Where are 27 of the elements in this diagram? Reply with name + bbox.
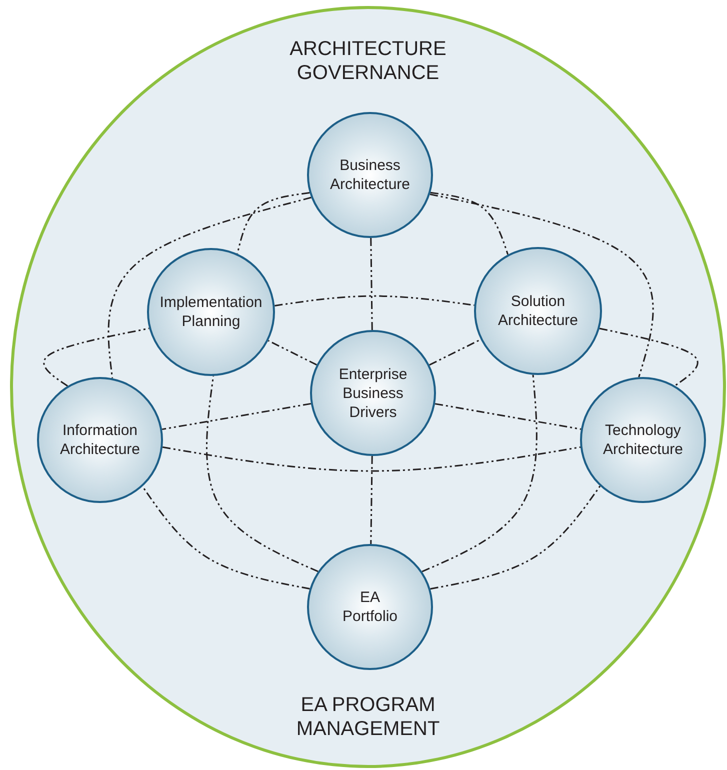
connector-line	[370, 456, 373, 544]
connector-line	[430, 192, 509, 255]
connector-line	[142, 486, 310, 590]
connector-line	[43, 328, 150, 387]
connector-line	[236, 192, 310, 254]
heading: ARCHITECTURE GOVERNANCE	[288, 37, 448, 85]
connector-line	[108, 196, 312, 378]
connector-line	[430, 486, 601, 590]
connector-line	[422, 374, 538, 572]
connector-line	[206, 376, 318, 572]
circle-label: Technology Architecture	[602, 421, 684, 459]
circle-label: Business Architecture	[328, 156, 412, 194]
circle-label: Information Architecture	[58, 421, 142, 459]
connector-line	[268, 340, 317, 366]
connector-line	[274, 295, 474, 306]
circle-label: Solution Architecture	[496, 292, 580, 330]
heading: EA PROGRAM MANAGEMENT	[295, 693, 441, 741]
connector-line	[429, 338, 482, 366]
circle-label: EA Portfolio	[341, 588, 399, 626]
connector-line	[599, 328, 698, 386]
connector-line	[162, 402, 312, 430]
connector-line	[430, 194, 654, 378]
circle-label: Implementation Planning	[158, 293, 264, 331]
circle-label: Enterprise Business Drivers	[338, 364, 408, 422]
connector-line	[162, 446, 581, 472]
connector-line	[370, 238, 373, 330]
connector-line	[434, 403, 582, 430]
